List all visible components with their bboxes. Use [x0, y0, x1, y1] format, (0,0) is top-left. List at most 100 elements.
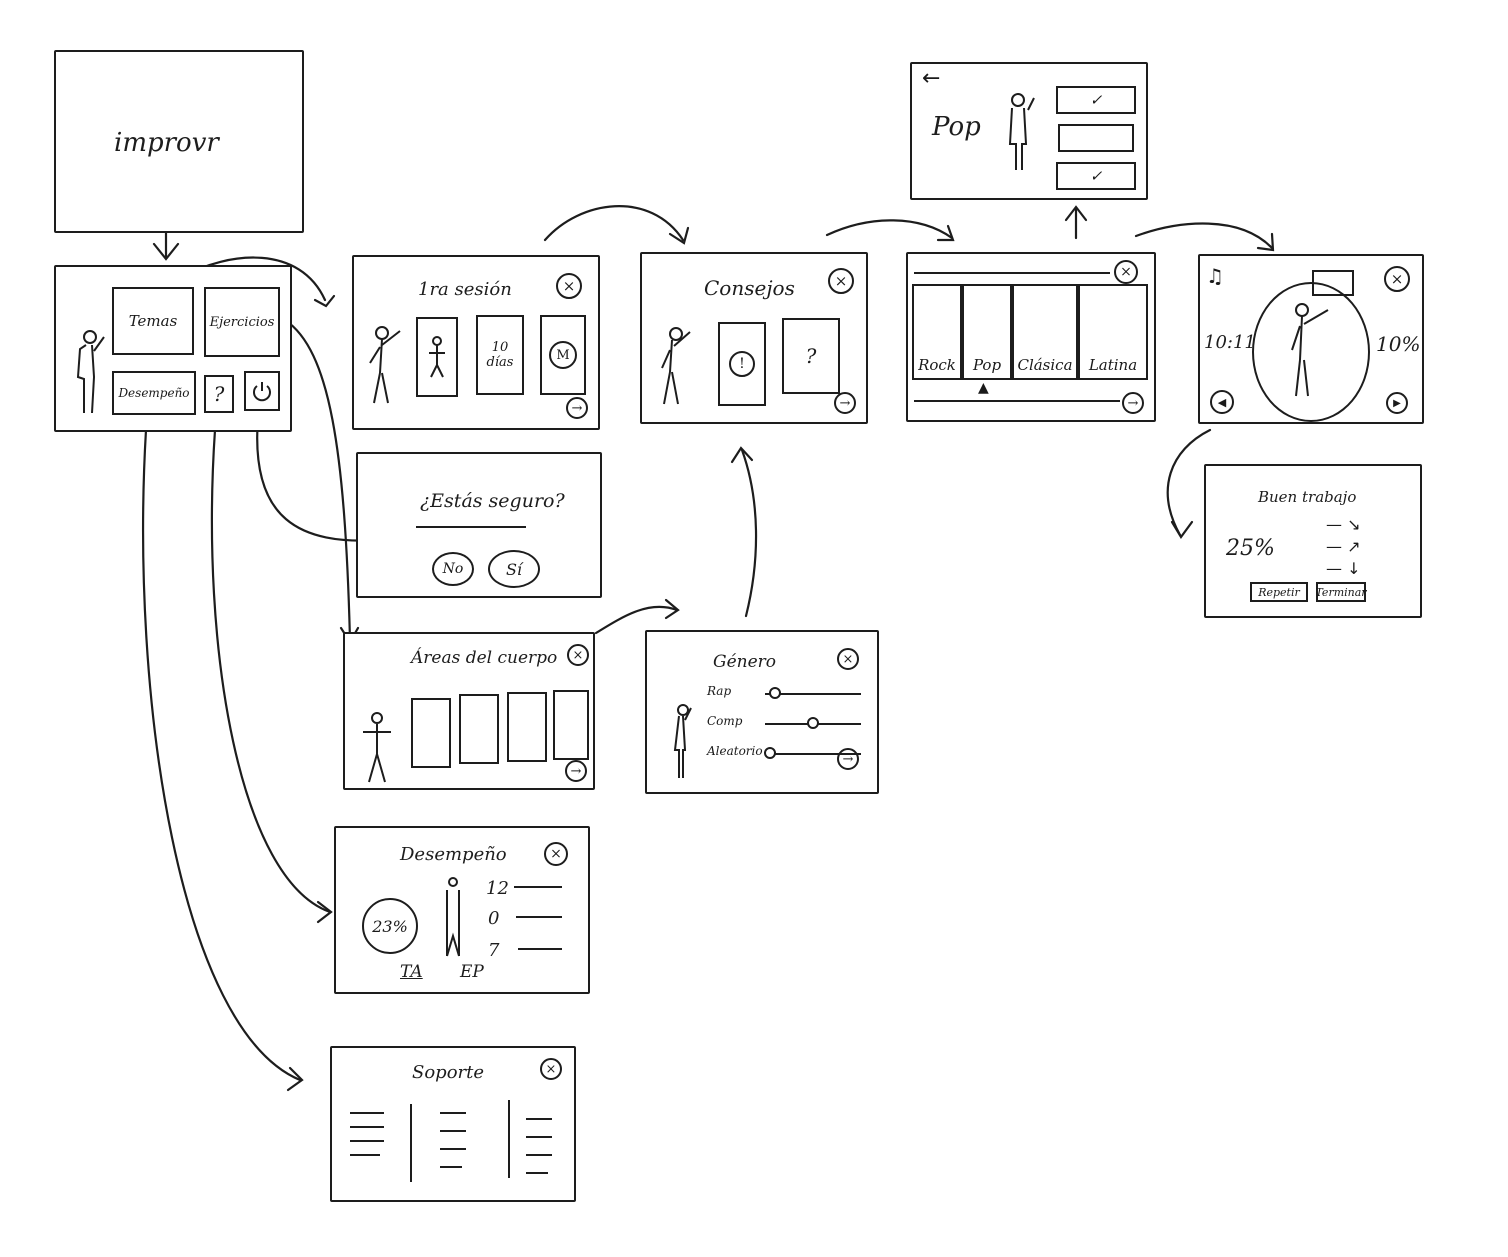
- power-button[interactable]: [244, 371, 280, 411]
- slider-label: Aleatorio: [707, 744, 763, 758]
- stat-value: 12: [486, 878, 509, 899]
- slider-knob[interactable]: [807, 717, 819, 729]
- genre-label: Rock: [918, 356, 956, 374]
- desempeno-title: Desempeño: [400, 844, 507, 865]
- next-arrow-icon[interactable]: →: [837, 748, 859, 770]
- finish-button[interactable]: Terminar: [1315, 582, 1367, 602]
- close-icon[interactable]: ×: [556, 273, 582, 299]
- presenter-figure-icon: [661, 327, 691, 405]
- session-card-days[interactable]: 10 días: [476, 315, 524, 395]
- no-label: No: [442, 561, 464, 577]
- genre-pop[interactable]: Pop: [962, 284, 1012, 380]
- tab-ta[interactable]: TA: [400, 962, 423, 982]
- genre-slider[interactable]: Rap: [707, 682, 867, 706]
- column-divider: [410, 1104, 412, 1182]
- genero-title: Género: [713, 652, 777, 672]
- desempeno-screen: Desempeño × 23% 12 0 7 TA EP: [334, 826, 590, 994]
- temas-label: Temas: [128, 312, 178, 330]
- pop-title: Pop: [932, 112, 981, 142]
- column-divider: [508, 1100, 510, 1178]
- yes-label: Sí: [505, 559, 523, 579]
- progress-percent: 10%: [1376, 332, 1421, 356]
- area-card-face[interactable]: [553, 690, 589, 760]
- genre-label: Latina: [1088, 356, 1138, 374]
- slider-track: [765, 753, 861, 755]
- next-arrow-icon[interactable]: →: [834, 392, 856, 414]
- body-figure-icon: [429, 336, 445, 378]
- no-button[interactable]: No: [432, 552, 474, 586]
- help-button[interactable]: ?: [204, 375, 234, 413]
- temas-button[interactable]: Temas: [112, 287, 194, 355]
- area-card-head[interactable]: [411, 698, 451, 768]
- pause-icon[interactable]: ▶: [1386, 392, 1408, 414]
- close-icon[interactable]: ×: [544, 842, 568, 866]
- yes-button[interactable]: Sí: [488, 550, 540, 588]
- close-icon[interactable]: ×: [540, 1058, 562, 1080]
- presenter-figure-icon: [76, 330, 105, 414]
- soporte-title: Soporte: [412, 1062, 485, 1083]
- area-card-arm[interactable]: [507, 692, 547, 762]
- splash-screen: improvr: [54, 50, 304, 233]
- areas-screen: Áreas del cuerpo × →: [343, 632, 595, 790]
- music-note-icon: ♫: [1206, 264, 1224, 288]
- desempeno-label: Desempeño: [118, 386, 190, 400]
- next-arrow-icon[interactable]: →: [566, 397, 588, 419]
- presenter-figure-icon: [1008, 93, 1035, 170]
- genre-slider[interactable]: Aleatorio: [707, 742, 867, 766]
- app-logo: improvr: [114, 128, 219, 158]
- areas-title: Áreas del cuerpo: [411, 648, 558, 668]
- metronome-icon: M: [549, 341, 577, 369]
- back-arrow-icon[interactable]: ←: [922, 66, 941, 91]
- option-checked[interactable]: ✓: [1056, 162, 1136, 190]
- result-screen: Buen trabajo 25% — ↘ — ↗ — ↓ Repetir Ter…: [1204, 464, 1422, 618]
- area-card-legs[interactable]: [459, 694, 499, 764]
- session-card-body[interactable]: [416, 317, 458, 397]
- text-line: [440, 1112, 466, 1114]
- consejos-screen: Consejos × ! ? →: [640, 252, 868, 424]
- close-icon[interactable]: ×: [828, 268, 854, 294]
- consejos-title: Consejos: [704, 276, 795, 300]
- confirm-screen: ¿Estás seguro? No Sí: [356, 452, 602, 598]
- text-line: [526, 1172, 548, 1174]
- question-card[interactable]: ?: [782, 318, 840, 394]
- pop-detail-screen: ← Pop ✓ ✓: [910, 62, 1148, 200]
- text-line: [526, 1118, 552, 1120]
- help-label: ?: [213, 382, 225, 406]
- slider-knob[interactable]: [763, 747, 776, 759]
- repeat-label: Repetir: [1258, 585, 1300, 599]
- score-circle: 23%: [362, 898, 418, 954]
- text-line: [440, 1130, 466, 1132]
- text-line: [526, 1154, 552, 1156]
- main-menu-screen: Temas Ejercicios Desempeño ?: [54, 265, 292, 432]
- close-icon[interactable]: ×: [1384, 266, 1410, 292]
- next-arrow-icon[interactable]: →: [1122, 392, 1144, 414]
- tab-ep[interactable]: EP: [460, 962, 484, 982]
- genre-rock[interactable]: Rock: [912, 284, 962, 380]
- divider: [416, 526, 526, 528]
- option-unchecked[interactable]: [1058, 124, 1134, 152]
- close-icon[interactable]: ×: [567, 644, 589, 666]
- session-card-metronome[interactable]: M: [540, 315, 586, 395]
- rewind-icon[interactable]: ◀: [1210, 390, 1234, 414]
- stage-circle: [1252, 282, 1370, 422]
- play-icon[interactable]: ▲: [978, 380, 989, 396]
- close-icon[interactable]: ×: [837, 648, 859, 670]
- ejercicios-button[interactable]: Ejercicios: [204, 287, 280, 357]
- genres-screen: × Rock Pop Clásica Latina ▲ →: [906, 252, 1156, 422]
- text-line: [440, 1166, 462, 1168]
- stat-line: [514, 886, 562, 888]
- genre-latina[interactable]: Latina: [1078, 284, 1148, 380]
- next-arrow-icon[interactable]: →: [565, 760, 587, 782]
- option-checked[interactable]: ✓: [1056, 86, 1136, 114]
- stat-line: [516, 916, 562, 918]
- desempeno-button[interactable]: Desempeño: [112, 371, 196, 415]
- repeat-button[interactable]: Repetir: [1250, 582, 1308, 602]
- genre-clasica[interactable]: Clásica: [1012, 284, 1078, 380]
- slider-knob[interactable]: [768, 687, 781, 699]
- presenter-figure-icon: [369, 326, 401, 404]
- close-icon[interactable]: ×: [1114, 260, 1138, 284]
- stat-value: 7: [488, 940, 500, 961]
- genre-slider[interactable]: Comp: [707, 712, 867, 736]
- warning-card[interactable]: !: [718, 322, 766, 406]
